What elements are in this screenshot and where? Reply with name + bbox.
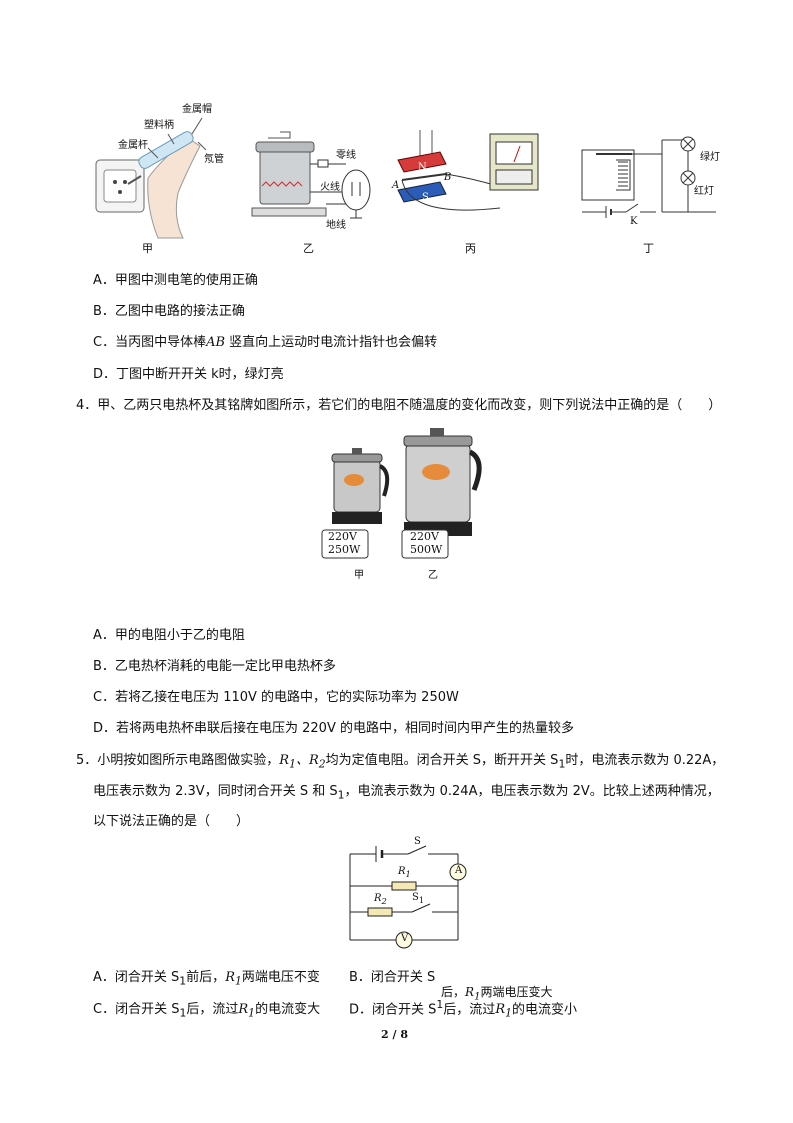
label-pole-n: N <box>418 162 427 173</box>
cup-yi-voltage: 220V <box>410 530 439 543</box>
q5-option-c: C．闭合开关 S1后，流过R1的电流变大 <box>93 1002 321 1020</box>
q5-stem-part: 5．小明按如图所示电路图做实验， <box>76 753 280 768</box>
label-live-wire: 火线 <box>320 182 340 193</box>
label-switch-k: K <box>630 216 638 227</box>
var-ab: AB <box>206 335 226 350</box>
label-neutral-wire: 零线 <box>336 150 356 161</box>
q3-option-c: C．当丙图中导体棒AB 竖直向上运动时电流计指针也会偏转 <box>93 331 437 350</box>
q4-option-b: B．乙电热杯消耗的电能一定比甲电热杯多 <box>93 659 336 674</box>
q5-stem-line-3: 以下说法正确的是（ ） <box>93 814 250 829</box>
voltmeter-icon: V <box>401 933 409 944</box>
q5-stem-part: 均为定值电阻。闭合开关 S，断开开关 S <box>325 753 559 768</box>
cup-jia-power: 250W <box>328 543 361 556</box>
figure-caption-yi: 乙 <box>303 242 314 255</box>
figure-jia-test-pen: 金属帽 塑料柄 金属杆 氖管 <box>88 98 238 243</box>
label-neon-tube: 氖管 <box>204 154 224 165</box>
q4-stem: 4．甲、乙两只电热杯及其铭牌如图所示，若它们的电阻不随温度的变化而改变，则下列说… <box>76 398 722 413</box>
label-plastic-handle: 塑料柄 <box>144 120 174 131</box>
q4-option-a: A．甲的电阻小于乙的电阻 <box>93 628 245 643</box>
ammeter-icon: A <box>455 865 463 876</box>
label-red-light: 红灯 <box>694 186 714 197</box>
cup-jia-voltage: 220V <box>328 530 357 543</box>
figure-q5-circuit: S R1 R2 S1 A V <box>342 836 472 950</box>
var-r1-r2: R1、R2 <box>279 753 326 771</box>
cup-yi-power: 500W <box>410 543 443 556</box>
q5-stem-line-2: 电压表示数为 2.3V，同时闭合开关 S 和 S1，电流表示数为 0.24A，电… <box>93 784 720 802</box>
q3-option-a: A．甲图中测电笔的使用正确 <box>93 273 258 288</box>
label-ground-wire: 地线 <box>326 220 346 231</box>
label-r1: R1 <box>398 866 411 879</box>
label-green-light: 绿灯 <box>700 152 720 163</box>
cup-caption-yi: 乙 <box>428 570 438 581</box>
figure-caption-jia: 甲 <box>142 242 153 255</box>
page-number: 2 / 8 <box>381 1028 408 1041</box>
figure-ding-relay: 绿灯 红灯 K <box>576 130 726 230</box>
figure-q4-cups: 220V 250W 220V 500W 甲 乙 <box>318 426 493 586</box>
q5-stem-part: ，电流表示数为 0.24A，电压表示数为 2V。比较上述两种情况， <box>344 784 720 799</box>
label-pole-s: S <box>422 192 429 203</box>
q3-option-c-rest: 竖直向上运动时电流计指针也会偏转 <box>225 335 438 350</box>
label-switch-s1: S1 <box>412 892 425 905</box>
label-metal-cap: 金属帽 <box>182 104 212 115</box>
q4-option-d: D．若将两电热杯串联后接在电压为 220V 的电路中，相同时间内甲产生的热量较多 <box>93 721 574 736</box>
q4-option-c: C．若将乙接在电压为 110V 的电路中，它的实际功率为 250W <box>93 690 459 705</box>
q5-option-b: B．闭合开关 S <box>349 970 436 985</box>
figure-bing-induction: N S A B <box>390 128 550 233</box>
figure-yi-wiring: 零线 火线 地线 <box>248 130 378 231</box>
q5-option-d: D．闭合开关 S1后，流过R1的电流变小 <box>349 998 578 1020</box>
q3-option-b: B．乙图中电路的接法正确 <box>93 304 245 319</box>
figure-caption-ding: 丁 <box>643 242 654 255</box>
label-r2: R2 <box>374 893 387 906</box>
q5-option-a: A．闭合开关 S1前后，R1两端电压不变 <box>93 970 320 988</box>
q5-stem-part: 时，电流表示数为 0.22A， <box>565 753 725 768</box>
q3-option-d: D．丁图中断开开关 k时，绿灯亮 <box>93 367 284 382</box>
q5-stem-line-1: 5．小明按如图所示电路图做实验，R1、R2均为定值电阻。闭合开关 S，断开开关 … <box>76 753 725 771</box>
label-switch-s: S <box>414 836 421 847</box>
figure-caption-bing: 丙 <box>465 242 476 255</box>
q5-option-b-cont: 后，R1两端电压变大 <box>441 985 553 1003</box>
label-point-b: B <box>444 172 452 183</box>
label-metal-rod: 金属杆 <box>118 140 148 151</box>
q3-option-c-text: C．当丙图中导体棒 <box>93 335 207 350</box>
q5-stem-part: 电压表示数为 2.3V，同时闭合开关 S 和 S <box>93 784 338 799</box>
label-point-a: A <box>392 180 400 191</box>
cup-caption-jia: 甲 <box>354 570 364 581</box>
